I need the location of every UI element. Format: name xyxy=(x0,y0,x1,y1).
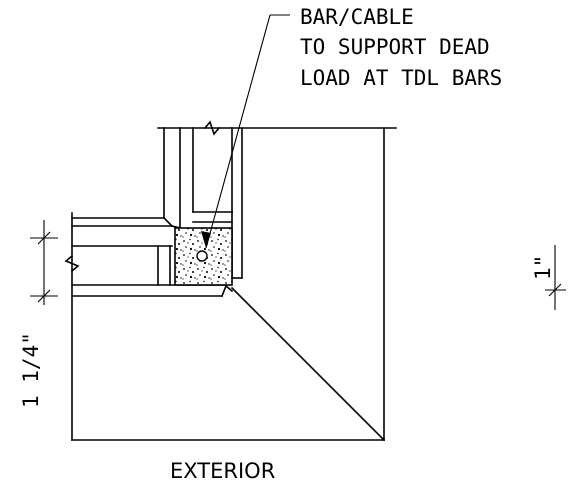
callout-line-3: LOAD AT TDL BARS xyxy=(300,66,502,90)
left-dimension-text: 1 1/4" xyxy=(19,332,43,408)
break-mark-top xyxy=(203,120,221,136)
bar-cable-circle xyxy=(196,250,208,262)
callout-line-1: BAR/CABLE xyxy=(300,5,414,29)
right-dim-tick xyxy=(548,283,562,297)
left-dim-tick-bottom xyxy=(37,289,51,303)
corner-chevron xyxy=(220,284,234,298)
leader-line xyxy=(205,14,271,249)
right-dimension-text: 1" xyxy=(531,255,555,280)
left-dim-tick-top xyxy=(37,231,51,245)
break-mark-left xyxy=(64,254,80,273)
callout-line-2: TO SUPPORT DEAD xyxy=(300,35,490,59)
diagonal-line xyxy=(230,286,386,442)
exterior-label: EXTERIOR xyxy=(170,459,275,483)
leader-arrow xyxy=(201,231,211,248)
miter-line-1 xyxy=(162,216,174,228)
